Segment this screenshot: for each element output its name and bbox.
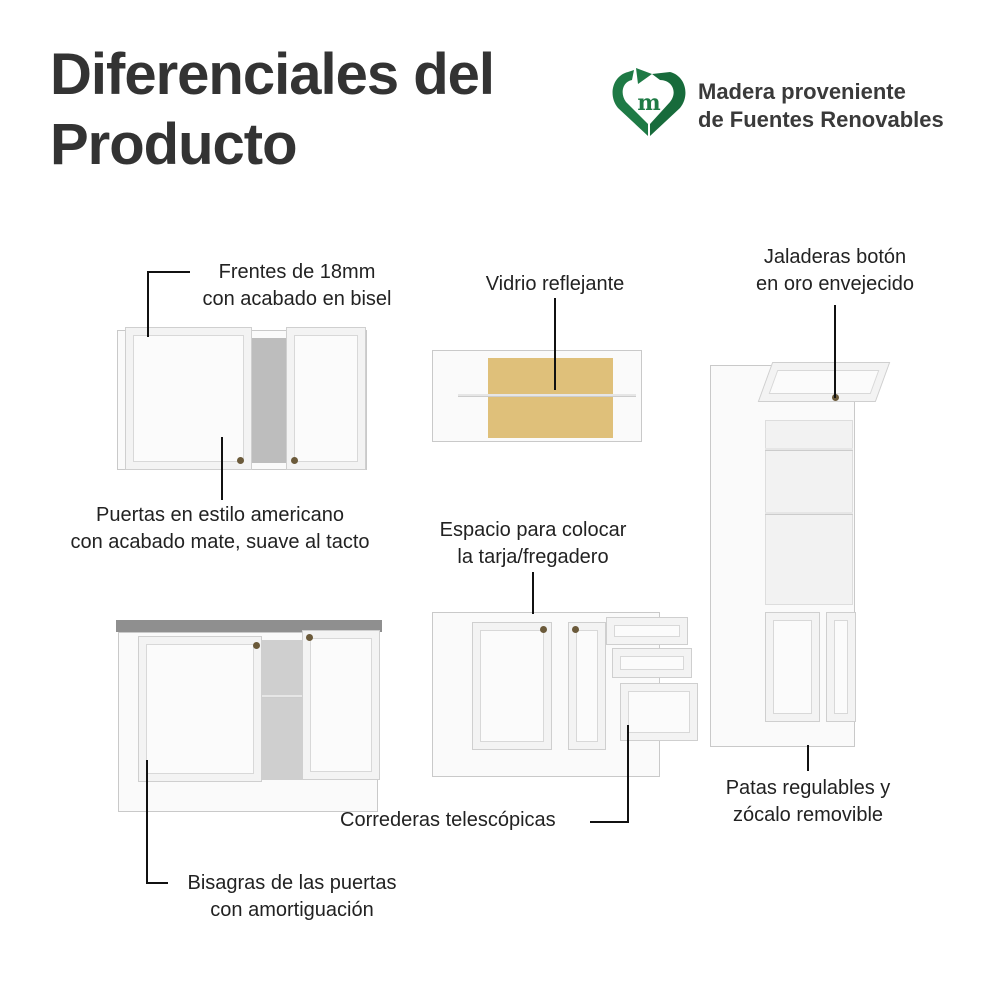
label-espacio: Espacio para colocar la tarja/fregadero (413, 517, 653, 571)
leader-line (834, 305, 836, 398)
label-line: Correderas telescópicas (340, 809, 556, 831)
title-line: Producto (50, 112, 298, 177)
leader-line (147, 271, 149, 337)
label-line: con acabado mate, suave al tacto (70, 531, 370, 553)
leader-line (146, 760, 148, 884)
recycle-heart-m-icon: m (612, 68, 686, 136)
leader-line (148, 271, 190, 273)
label-line: Bisagras de las puertas (187, 872, 397, 894)
badge-line: Madera proveniente (698, 79, 906, 104)
label-puertas: Puertas en estilo americano con acabado … (40, 502, 400, 556)
leader-line (146, 882, 168, 884)
label-bisagras: Bisagras de las puertas con amortiguació… (168, 870, 416, 924)
leader-line (807, 745, 809, 771)
label-line: Patas regulables y (725, 777, 891, 799)
label-line: Jaladeras botón (763, 246, 907, 268)
label-correderas: Correderas telescópicas (340, 807, 556, 834)
renewable-wood-badge: Madera proveniente de Fuentes Renovables (698, 78, 944, 134)
label-line: Puertas en estilo americano (96, 504, 344, 526)
leader-line (627, 725, 629, 823)
leader-line (221, 437, 223, 500)
svg-text:m: m (637, 90, 660, 116)
label-line: en oro envejecido (756, 273, 914, 295)
label-line: con amortiguación (210, 899, 374, 921)
label-line: la tarja/fregadero (457, 546, 609, 568)
label-patas: Patas regulables y zócalo removible (698, 775, 918, 829)
page-title: Diferenciales del Producto (50, 40, 495, 180)
label-line: con acabado en bisel (202, 288, 392, 310)
label-line: zócalo removible (732, 804, 884, 826)
label-frentes: Frentes de 18mm con acabado en bisel (180, 259, 414, 313)
label-vidrio: Vidrio reflejante (455, 271, 655, 298)
leader-line (532, 572, 534, 614)
leader-line (590, 821, 629, 823)
label-line: Vidrio reflejante (485, 273, 625, 295)
badge-line: de Fuentes Renovables (698, 107, 944, 132)
leader-line (554, 298, 556, 390)
label-line: Espacio para colocar (439, 519, 627, 541)
title-line: Diferenciales del (50, 42, 495, 107)
label-jaladeras: Jaladeras botón en oro envejecido (725, 244, 945, 298)
label-line: Frentes de 18mm (218, 261, 376, 283)
